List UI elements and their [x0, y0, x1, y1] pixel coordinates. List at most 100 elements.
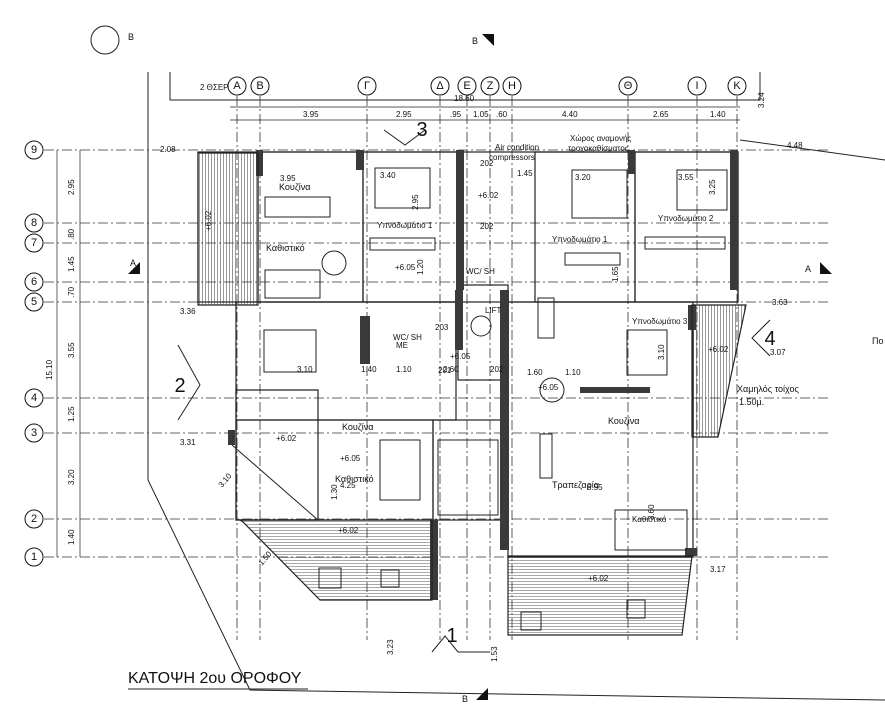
- dimension-lines: [56, 106, 740, 557]
- levels-text: +6.05: [340, 454, 361, 463]
- corner-label: 2 ΘΣΕΡ: [200, 83, 229, 92]
- axis-bubble: [480, 76, 500, 96]
- axis-label: I: [695, 80, 698, 92]
- rooms-text: Υπνοδωμάτιο 1: [552, 235, 608, 244]
- axis-bubble: [24, 547, 44, 567]
- other-dims-text: 6.55: [587, 483, 603, 492]
- site-boundary-right: [739, 139, 885, 161]
- axis-label: Δ: [436, 80, 444, 92]
- site-boundary: [147, 72, 885, 701]
- top-dims-text: 1.40: [710, 110, 726, 119]
- axis-label: 6: [31, 276, 37, 288]
- rooms-text: ME: [396, 341, 408, 350]
- left-dims-text: .80: [67, 228, 76, 240]
- other-dims-text: 3.17: [710, 565, 726, 574]
- other-dims-text: 3.10: [297, 365, 313, 374]
- axis-bubble: [24, 423, 44, 443]
- axis-label: Z: [487, 80, 494, 92]
- rooms-text: Κουζίνα: [342, 422, 374, 432]
- axis-label: H: [508, 80, 516, 92]
- notes-text: 1.50μ.: [739, 397, 764, 407]
- furniture: [263, 167, 728, 631]
- top-dims-text: .60: [496, 110, 508, 119]
- other-dims-text: 1.60: [527, 368, 543, 377]
- rooms-text: Υπνοδωμάτιο 2: [658, 214, 714, 223]
- axis-bubble: [618, 76, 638, 96]
- top-dims-text: 4.40: [562, 110, 578, 119]
- north-arrow: B: [90, 25, 134, 55]
- notes-text: τροχοκαθίσματος: [568, 144, 629, 153]
- rooms-text: WC/ SH: [466, 267, 495, 276]
- other-dims-text: 2.95: [411, 194, 420, 210]
- top-dims-text: 18.60: [454, 94, 475, 103]
- other-dims-text: 4.48: [787, 141, 803, 150]
- other-dims-text: 1.10: [396, 365, 412, 374]
- axis-bubble: [24, 272, 44, 292]
- other-dims-text: 3.36: [180, 307, 196, 316]
- axis-bubble: [24, 292, 44, 312]
- tags-text: 202: [480, 159, 494, 168]
- left-dims-text: .70: [67, 286, 76, 298]
- top-dims-text: 3.24: [757, 92, 766, 108]
- axis-bubble: [357, 76, 377, 96]
- axis-bubble: [227, 76, 247, 96]
- axis-bubble: [24, 213, 44, 233]
- other-dims-text: 1.45: [517, 169, 533, 178]
- rooms-text: WC/ SH: [393, 333, 422, 342]
- diagonal-boundary: [231, 444, 319, 521]
- balcony-right: [691, 304, 747, 438]
- north-label: B: [128, 32, 134, 42]
- other-dims-text: 3.20: [575, 173, 591, 182]
- levels-text: +6.02: [204, 210, 213, 231]
- balcony-left: [197, 152, 259, 306]
- other-dims-text: 1.50: [257, 549, 274, 567]
- section-a-left: A: [130, 258, 136, 268]
- other-dims-text: 1.40: [361, 365, 377, 374]
- rooms-text: Τραπεζαρία: [552, 480, 599, 490]
- axis-label: 7: [31, 237, 37, 249]
- section-markers: A A B B 3 2 4 1: [128, 34, 832, 704]
- axis-bubble: [430, 76, 450, 96]
- section-4: 4: [764, 328, 775, 350]
- levels-text: +6.02: [708, 345, 729, 354]
- section-a-right: A: [805, 264, 811, 274]
- left-dims-text: 1.25: [67, 406, 76, 422]
- axis-label: 3: [31, 427, 37, 439]
- levels-text: +6.05: [538, 383, 559, 392]
- axis-label: 2: [31, 513, 37, 525]
- section-b-top: B: [472, 36, 478, 46]
- axis-label: Γ: [364, 80, 370, 92]
- levels-text: +6.05: [395, 263, 416, 272]
- other-dims-text: 3.31: [180, 438, 196, 447]
- section-2: 2: [174, 375, 185, 397]
- rooms-text: Κουζίνα: [608, 416, 640, 426]
- axis-label: B: [256, 80, 263, 92]
- top-dims-text: 2.95: [396, 110, 412, 119]
- other-dims-text: 2.60: [443, 365, 459, 374]
- levels-text: +6.02: [276, 434, 297, 443]
- other-dims-text: 3.95: [280, 174, 296, 183]
- other-dims-text: 1.20: [416, 259, 425, 275]
- other-dims-text: 1.30: [330, 484, 339, 500]
- notes-text: Χώρος αναμονής: [570, 134, 631, 143]
- rooms-text: Κουζίνα: [279, 182, 311, 192]
- notes-text: Χαμηλός τοίχος: [737, 384, 800, 394]
- edge-text: Πο: [872, 336, 884, 346]
- axis-label: 8: [31, 217, 37, 229]
- axis-bubble: [727, 76, 747, 96]
- left-dims-text: 1.45: [67, 256, 76, 272]
- axis-label: 5: [31, 296, 37, 308]
- top-dims-text: 2.65: [653, 110, 669, 119]
- top-dims-text: 3.95: [303, 110, 319, 119]
- levels-text: +6.02: [338, 526, 359, 535]
- other-dims-text: 3.07: [770, 348, 786, 357]
- rooms-text: Καθιστικό: [335, 474, 374, 484]
- rooms-text: Υπνοδωμάτιο 1: [377, 221, 433, 230]
- axis-label: 1: [31, 551, 37, 563]
- top-dims-text: .95: [450, 110, 462, 119]
- drawing-title: ΚΑΤΟΨΗ 2ου ΟΡΟΦΟΥ: [128, 670, 302, 687]
- other-dims-text: 3.25: [708, 179, 717, 195]
- axis-bubble: [24, 233, 44, 253]
- tags-text: 202: [490, 365, 504, 374]
